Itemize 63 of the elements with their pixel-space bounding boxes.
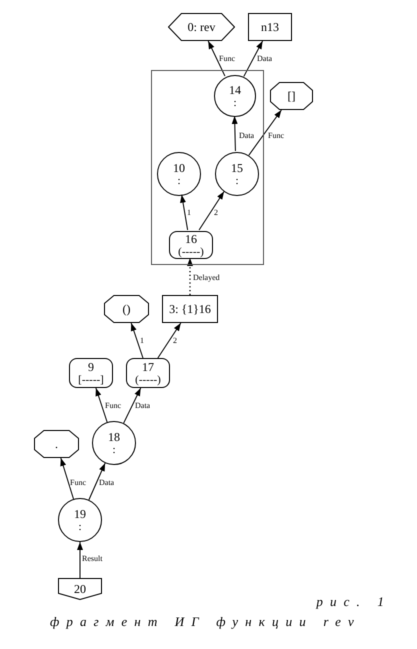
arrow: [77, 542, 83, 578]
arrow: [198, 190, 225, 230]
arrow: [232, 116, 238, 152]
node-label: 15: [231, 162, 243, 174]
edge-label: 1: [187, 208, 191, 216]
node-label: [-----]: [78, 374, 104, 386]
octagon-node: [34, 430, 79, 458]
edge-label: Data: [239, 130, 254, 140]
rect-node: [162, 295, 218, 323]
rounded-box-node: [126, 358, 170, 388]
edge-label: 1: [140, 336, 144, 344]
node-label: :: [233, 96, 237, 108]
arrow: [88, 462, 106, 500]
octagon-node: [104, 295, 149, 323]
node-label: 3: {1}16: [169, 302, 211, 316]
edge-label: Delayed: [193, 272, 220, 282]
edge-label: Func: [105, 400, 121, 410]
node-label: :: [177, 174, 181, 186]
node-label: :: [78, 520, 82, 532]
node-label: 14: [229, 84, 241, 96]
node-label: (): [122, 302, 130, 316]
node-label: 10: [173, 162, 185, 174]
node-label: n13: [261, 20, 279, 34]
dotted-arrow: [187, 258, 193, 295]
node-label: :: [112, 444, 116, 456]
node-label: 20: [74, 582, 86, 596]
arrow: [208, 40, 226, 77]
arrow: [157, 322, 182, 358]
node-label: 0: rev: [188, 20, 216, 34]
arrow: [130, 322, 144, 358]
arrow: [180, 194, 188, 230]
hexagon-node: [168, 13, 235, 41]
node-label: (-----): [178, 246, 204, 258]
edge-label: Func: [268, 130, 284, 140]
edge-label: Result: [82, 554, 102, 562]
rounded-box-node: [69, 358, 113, 388]
edge-label: 2: [173, 336, 177, 344]
rect-node: [248, 13, 292, 41]
octagon-node: [270, 82, 313, 110]
node-label: 19: [74, 508, 86, 520]
node-label: 17: [142, 360, 154, 374]
figure-caption: фрагмент ИГ функции rev: [50, 614, 361, 629]
node-label: 16: [185, 232, 197, 246]
node-label: 9: [88, 360, 94, 374]
node-label: 18: [108, 430, 120, 444]
edge-label: Data: [257, 54, 272, 62]
rounded-box-node: [169, 231, 213, 259]
edge-label: Func: [219, 54, 235, 62]
arrow: [243, 40, 264, 77]
node-label: :: [235, 174, 239, 186]
edge-label: 2: [214, 208, 218, 216]
edge-label: Func: [70, 478, 86, 486]
edge-label: Data: [99, 478, 114, 486]
pentagon-node: [58, 578, 102, 600]
node-label: []: [288, 90, 296, 102]
node-label: (-----): [135, 374, 161, 386]
node-label: .: [55, 438, 58, 450]
arrow: [60, 458, 74, 500]
arrow: [123, 388, 142, 424]
figure-number: рис. 1: [316, 594, 391, 609]
arrow: [248, 110, 282, 156]
arrow: [95, 388, 108, 423]
edge-label: Data: [135, 400, 150, 410]
